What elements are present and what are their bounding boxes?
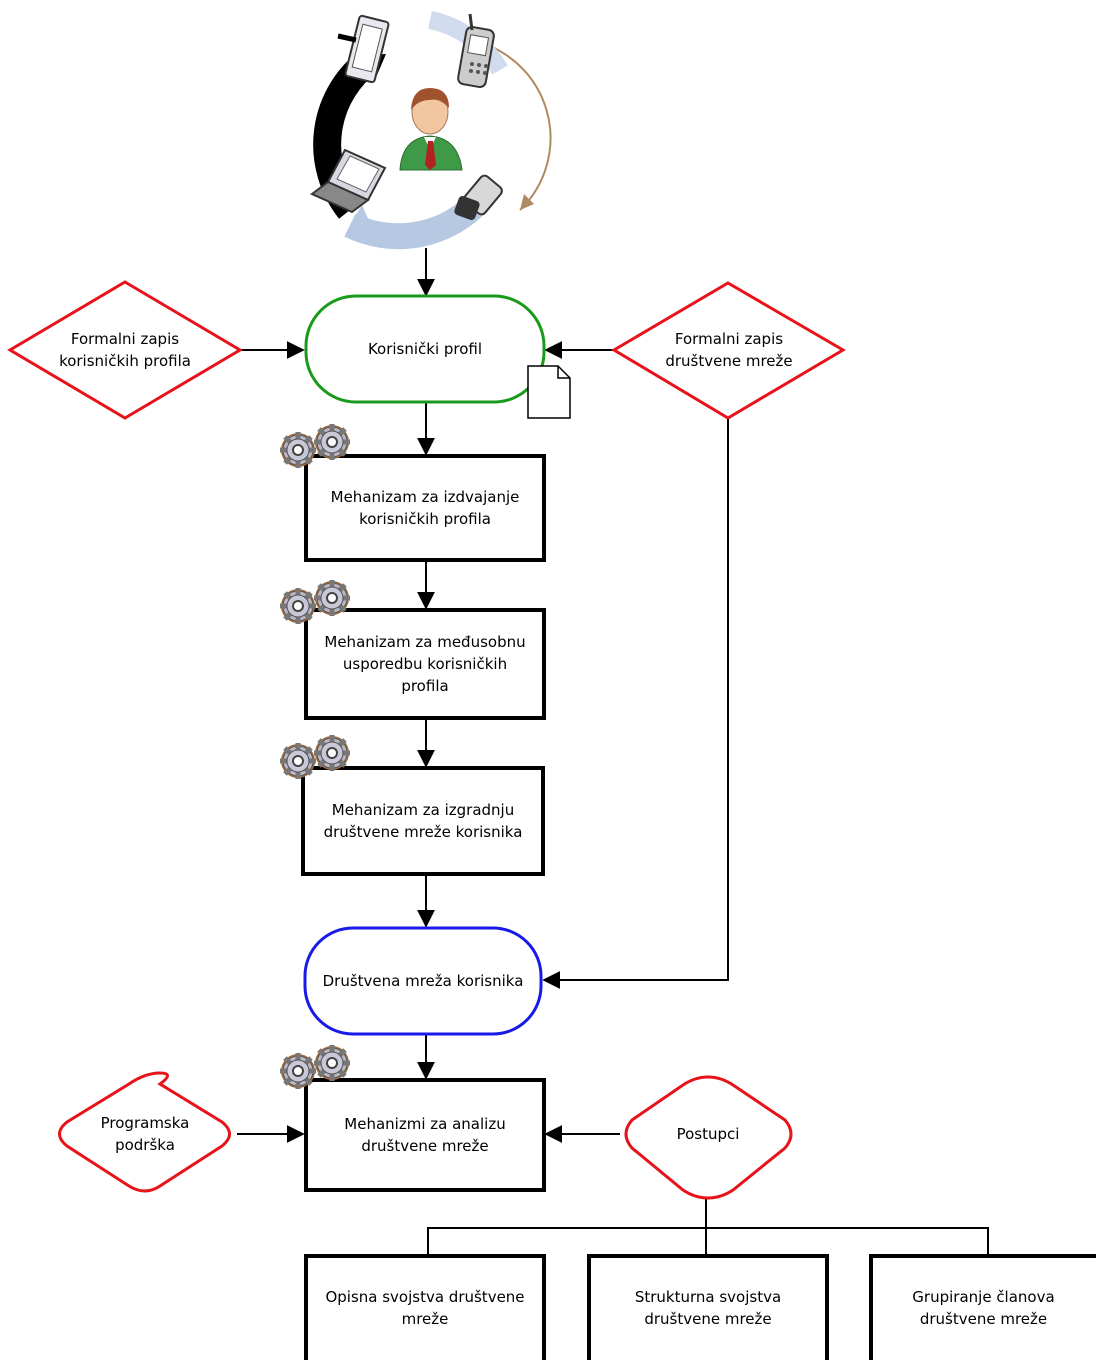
network-terminator: [303, 926, 543, 1036]
network-label: Društvena mreža korisnika: [322, 972, 524, 990]
user-icon: [399, 88, 463, 171]
compare-label: Mehanizam za međusobnu usporedbu korisni…: [324, 633, 526, 695]
connectors: [237, 248, 989, 1254]
extract-box: [304, 454, 546, 562]
network-format-to-network-arrow: [542, 418, 729, 989]
profile-label: Korisnički profil: [367, 340, 483, 358]
structural-box: [587, 1254, 829, 1360]
clustering-label: Grupiranje članova društvene mreže: [912, 1288, 1055, 1328]
network-format-diamond: [611, 281, 846, 420]
profile-format-diamond: [7, 280, 243, 420]
build-label: Mehanizam za izgradnju društvene mreže k…: [323, 801, 523, 841]
profile-terminator: [304, 294, 546, 404]
procedures-branch-right: [706, 1227, 989, 1254]
document-icon: [527, 365, 571, 419]
phone-icon: [457, 13, 495, 89]
procedures-branch-line: [427, 1198, 707, 1254]
software-decision: [58, 1071, 231, 1193]
flip-phone-icon: [454, 174, 503, 221]
extract-label: Mehanizam za izdvajanje korisničkih prof…: [330, 488, 520, 528]
build-box: [301, 766, 545, 876]
network-format-label: Formalni zapis društvene mreže: [665, 330, 793, 370]
profile-format-label: Formalni zapis korisničkih profila: [59, 330, 191, 370]
descriptive-box: [304, 1254, 546, 1360]
procedures-label: Postupci: [676, 1125, 740, 1143]
analysis-box: [304, 1078, 546, 1192]
procedures-decision: [624, 1075, 793, 1200]
compare-box: [304, 608, 546, 720]
analysis-label: Mehanizmi za analizu društvene mreže: [344, 1115, 506, 1155]
tablet-icon: [337, 14, 390, 84]
software-label: Programska podrška: [100, 1114, 190, 1154]
clustering-box: [869, 1254, 1096, 1360]
laptop-icon: [310, 148, 387, 214]
structural-label: Strukturna svojstva društvene mreže: [634, 1288, 782, 1328]
descriptive-label: Opisna svojstva društvene mreže: [325, 1288, 525, 1328]
shapes: [7, 280, 1096, 1360]
